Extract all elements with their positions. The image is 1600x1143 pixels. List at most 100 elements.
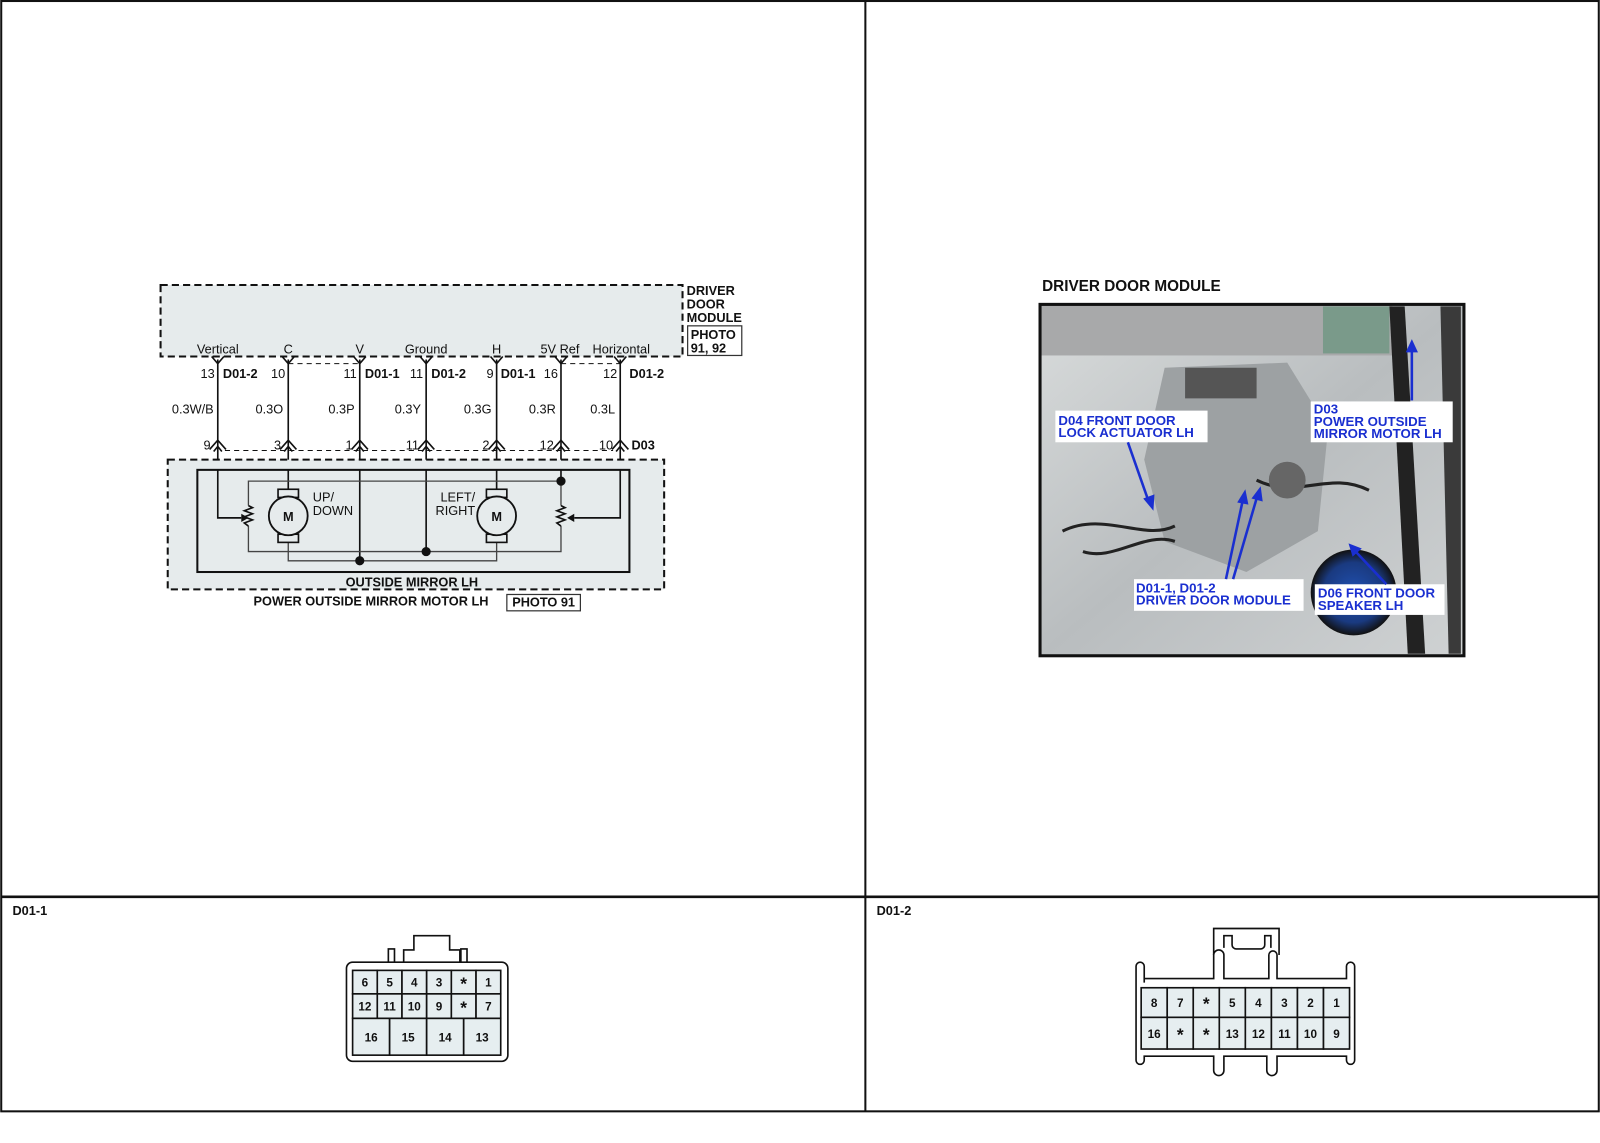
pin-number: 7 <box>1177 997 1184 1010</box>
pin-number: 6 <box>362 977 369 990</box>
pin-number: 15 <box>402 1031 416 1044</box>
wire-colors: 0.3W/B 0.3O 0.3P 0.3Y 0.3G 0.3R 0.3L <box>172 402 615 417</box>
leftright-motor-icon: M <box>476 488 517 544</box>
pin-cell: 9 <box>425 993 453 1020</box>
pin-ground: 11 <box>410 366 423 381</box>
right-potentiometer <box>554 504 568 527</box>
outside-mirror-label: OUTSIDE MIRROR LH <box>346 574 478 589</box>
pin-number: * <box>460 973 467 993</box>
callout-d04[interactable]: D04 FRONT DOOR LOCK ACTUATOR LH <box>1055 410 1208 443</box>
callout-d01[interactable]: D01-1, D01-2 DRIVER DOOR MODULE <box>1134 579 1304 611</box>
pin-cell: * <box>450 969 477 995</box>
pin-number: 8 <box>1151 997 1158 1010</box>
pin-number: * <box>460 997 467 1017</box>
module-label-line3: MODULE <box>687 310 742 325</box>
d03-pin-5v-ref: 12 <box>540 437 554 452</box>
pin-number: 11 <box>383 1001 396 1014</box>
pin-number: 14 <box>439 1031 453 1044</box>
terminal-ground: Ground <box>405 341 448 356</box>
pin-cell: * <box>1192 986 1221 1019</box>
schematic: DRIVER DOOR MODULE PHOTO 91, 92 Vertical… <box>159 283 743 612</box>
component-photo-ref-box[interactable] <box>506 593 582 612</box>
terminal-v: V <box>355 341 364 356</box>
d03-pin-horizontal: 10 <box>599 437 613 452</box>
mirror-motor-box <box>166 458 666 591</box>
svg-text:D03: D03 <box>1314 402 1338 417</box>
pin-number: 10 <box>1304 1028 1318 1041</box>
d01-1-title: D01-1 <box>12 903 47 918</box>
outside-mirror-box <box>196 468 631 574</box>
pin-c: 10 <box>271 366 285 381</box>
callout-d06[interactable]: D06 FRONT DOOR SPEAKER LH <box>1314 584 1445 615</box>
motor-symbol-updown: M <box>283 509 294 524</box>
callout-arrows <box>1126 339 1418 586</box>
pin-number: 16 <box>365 1031 379 1044</box>
component-label: POWER OUTSIDE MIRROR MOTOR LH <box>254 594 489 609</box>
motor-symbol-leftright: M <box>491 509 502 524</box>
module-photo-ref-box[interactable] <box>687 325 743 357</box>
pin-cell: 10 <box>1296 1016 1325 1050</box>
pin-number: * <box>1203 1024 1210 1044</box>
leftright-label-2: RIGHT <box>436 503 476 518</box>
d03-pin-vertical: 9 <box>204 437 211 452</box>
pin-number: 4 <box>411 977 418 990</box>
svg-text:POWER OUTSIDE: POWER OUTSIDE <box>1314 414 1427 429</box>
pin-cell: 4 <box>401 969 428 995</box>
pin-number: 13 <box>1226 1028 1240 1041</box>
module-photo-ref-line1: PHOTO <box>691 327 736 342</box>
pin-number: * <box>1177 1024 1184 1044</box>
photo-title: DRIVER DOOR MODULE <box>1042 278 1221 295</box>
pin-h: 9 <box>486 366 493 381</box>
callout-d03[interactable]: D03 POWER OUTSIDE MIRROR MOTOR LH <box>1310 401 1453 443</box>
pin-number: 2 <box>1307 997 1314 1010</box>
pin-number: 12 <box>358 1001 372 1014</box>
pin-number: 9 <box>436 1001 443 1014</box>
leftright-label-1: LEFT/ <box>440 490 475 505</box>
terminal-vertical: Vertical <box>197 341 239 356</box>
module-label-line1: DRIVER <box>687 283 735 298</box>
pin-vertical: 13 <box>201 366 215 381</box>
pin-5v-ref: 16 <box>544 366 558 381</box>
svg-text:LOCK ACTUATOR LH: LOCK ACTUATOR LH <box>1058 425 1193 440</box>
terminal-horizontal: Horizontal <box>593 341 650 356</box>
pin-cell: 5 <box>1218 986 1247 1019</box>
pin-cell: 2 <box>1296 986 1325 1019</box>
pin-number: 1 <box>485 977 492 990</box>
d03-pin-c: 3 <box>274 437 281 452</box>
svg-text:SPEAKER LH: SPEAKER LH <box>1318 598 1404 613</box>
d03-pin-ground: 11 <box>406 437 419 452</box>
connector-v: D01-1 <box>365 366 400 381</box>
pin-number: 3 <box>1281 997 1288 1010</box>
d01-2-title: D01-2 <box>877 903 912 918</box>
wire-color-horizontal: 0.3L <box>590 402 615 417</box>
pin-cell: 9 <box>1322 1016 1351 1050</box>
connector-ground: D01-2 <box>431 366 466 381</box>
svg-text:DRIVER DOOR MODULE: DRIVER DOOR MODULE <box>1136 593 1291 608</box>
module-photo-ref-line2: 91, 92 <box>691 340 726 355</box>
pin-number: 10 <box>408 1001 422 1014</box>
wire-color-5v-ref: 0.3R <box>529 402 556 417</box>
d03-label: D03 <box>631 437 654 452</box>
pin-cell: 13 <box>1218 1016 1247 1050</box>
door-photo-panel: DRIVER DOOR MODULE D04 FRONT DOOR LOCK A… <box>1038 278 1466 658</box>
pin-cell: 10 <box>401 993 428 1020</box>
pin-number: 5 <box>386 977 393 990</box>
updown-label-2: DOWN <box>313 503 353 518</box>
component-photo-ref: PHOTO 91 <box>512 595 575 610</box>
pin-number: 5 <box>1229 997 1236 1010</box>
pin-v: 11 <box>343 366 356 381</box>
pin-cell: 16 <box>1140 1016 1169 1050</box>
wire-color-v: 0.3P <box>328 402 354 417</box>
pin-number: 9 <box>1333 1028 1340 1041</box>
pin-cell: 15 <box>388 1017 428 1056</box>
pin-cell: * <box>1192 1016 1221 1050</box>
svg-text:D04 FRONT DOOR: D04 FRONT DOOR <box>1058 413 1176 428</box>
d03-connector-marks <box>208 439 630 452</box>
pin-cell: 11 <box>376 993 403 1020</box>
pin-number: 1 <box>1333 997 1340 1010</box>
pin-number: 7 <box>485 1001 492 1014</box>
